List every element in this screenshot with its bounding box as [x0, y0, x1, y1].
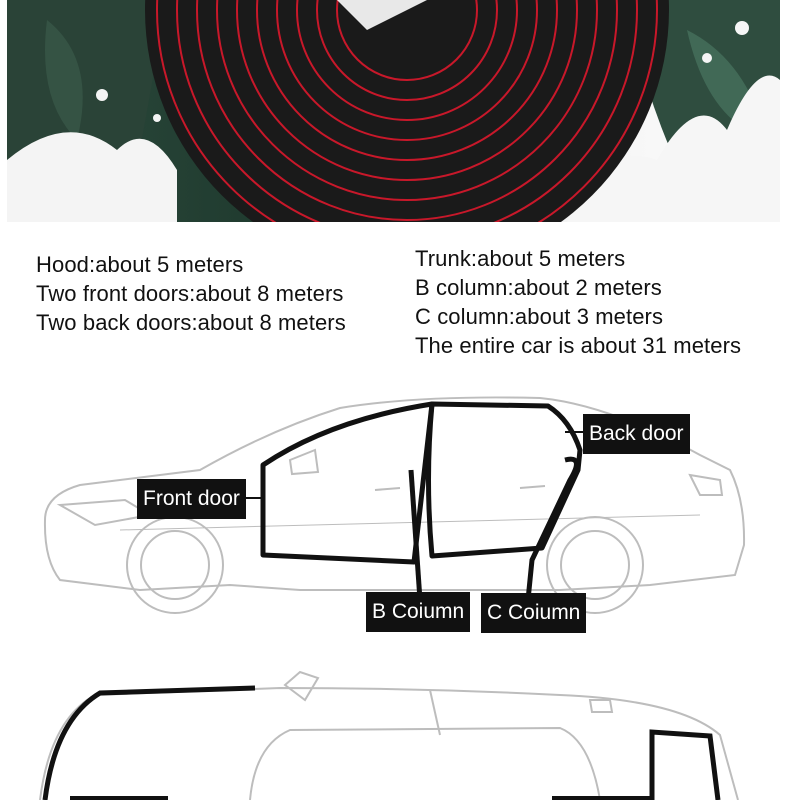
- trunk-seal: [649, 729, 721, 800]
- b-column-seal: [408, 469, 423, 601]
- car-top-outline: [39, 670, 739, 800]
- spec-back-doors: Two back doors:about 8 meters: [36, 310, 346, 335]
- partial-label-left: [70, 796, 168, 800]
- top-view-seal-lines: [42, 685, 721, 800]
- front-door-label: Front door: [137, 479, 246, 519]
- spec-hood: Hood:about 5 meters: [36, 252, 244, 277]
- door-seal-lines: [260, 401, 583, 601]
- spec-c-column: C column:about 3 meters: [415, 304, 664, 329]
- c-column-seal: [525, 456, 579, 601]
- spec-trunk: Trunk:about 5 meters: [415, 246, 626, 271]
- hero-image: [7, 0, 780, 222]
- back-door-label: Back door: [583, 414, 690, 454]
- front-door-seal: [260, 401, 435, 565]
- hood-seal: [42, 685, 256, 800]
- partial-label-right: [552, 796, 650, 800]
- seal-strip-roll-illustration: [7, 0, 780, 222]
- b-column-label: B Coiumn: [366, 592, 471, 632]
- c-column-label: C Coiumn: [481, 593, 587, 633]
- specs-right: Trunk:about 5 meters B column:about 2 me…: [415, 244, 741, 360]
- spec-front-doors: Two front doors:about 8 meters: [36, 281, 344, 306]
- specs-left: Hood:about 5 meters Two front doors:abou…: [36, 250, 346, 337]
- back-door-seal: [426, 401, 583, 559]
- spec-total: The entire car is about 31 meters: [415, 333, 742, 358]
- spec-b-column: B column:about 2 meters: [415, 275, 662, 300]
